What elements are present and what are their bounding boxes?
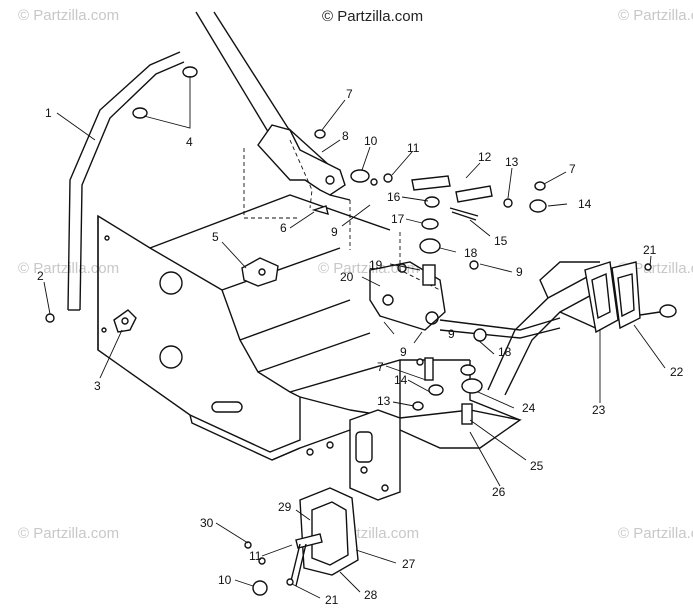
callout-29: 29 <box>278 500 292 514</box>
watermark: © Partzilla.com <box>18 7 119 24</box>
watermark: © Partzilla.com <box>18 525 119 542</box>
watermark: © Partzilla.com <box>618 525 693 542</box>
callout-7: 7 <box>346 87 353 101</box>
callout-18b: 18 <box>498 345 512 359</box>
callout-1: 1 <box>45 106 52 120</box>
callout-19: 19 <box>369 258 383 272</box>
callout-4: 4 <box>186 135 193 149</box>
callout-22: 22 <box>670 365 684 379</box>
callout-21b: 21 <box>325 593 339 607</box>
callout-11: 11 <box>407 141 420 155</box>
callout-27: 27 <box>402 557 416 571</box>
callout-15: 15 <box>494 234 508 248</box>
callout-13b: 13 <box>377 394 391 408</box>
callout-20: 20 <box>340 270 354 284</box>
callout-8: 8 <box>342 129 349 143</box>
callout-30: 30 <box>200 516 214 530</box>
callout-10: 10 <box>364 134 378 148</box>
callout-12: 12 <box>478 150 492 164</box>
watermark: © Partzilla.com <box>318 260 419 277</box>
callout-6: 6 <box>280 221 287 235</box>
callout-7b: 7 <box>569 162 576 176</box>
callout-26: 26 <box>492 485 506 499</box>
callout-23: 23 <box>592 403 606 417</box>
callout-11b: 11 <box>249 549 262 563</box>
callout-16: 16 <box>387 190 401 204</box>
callout-5: 5 <box>212 230 219 244</box>
callout-14b: 14 <box>394 373 408 387</box>
callout-7c: 7 <box>377 360 384 374</box>
callout-9b: 9 <box>516 265 523 279</box>
callout-9: 9 <box>331 225 338 239</box>
callout-9d: 9 <box>400 345 407 359</box>
callout-14: 14 <box>578 197 592 211</box>
callout-3: 3 <box>94 379 101 393</box>
callout-25: 25 <box>530 459 544 473</box>
callout-9c: 9 <box>448 327 455 341</box>
leader-lines <box>43 76 666 599</box>
callout-13: 13 <box>505 155 519 169</box>
callout-17: 17 <box>391 212 405 226</box>
callout-28: 28 <box>364 588 378 602</box>
callout-2: 2 <box>37 269 44 283</box>
header-watermark: © Partzilla.com <box>322 8 423 25</box>
callouts: 1 2 3 4 5 6 7 8 9 10 11 12 13 7 14 16 15… <box>37 87 684 607</box>
callout-18: 18 <box>464 246 478 260</box>
frame-drawing <box>45 11 677 596</box>
callout-21: 21 <box>643 243 657 257</box>
callout-24: 24 <box>522 401 536 415</box>
watermark: © Partzilla.com <box>618 7 693 24</box>
callout-10b: 10 <box>218 573 232 587</box>
